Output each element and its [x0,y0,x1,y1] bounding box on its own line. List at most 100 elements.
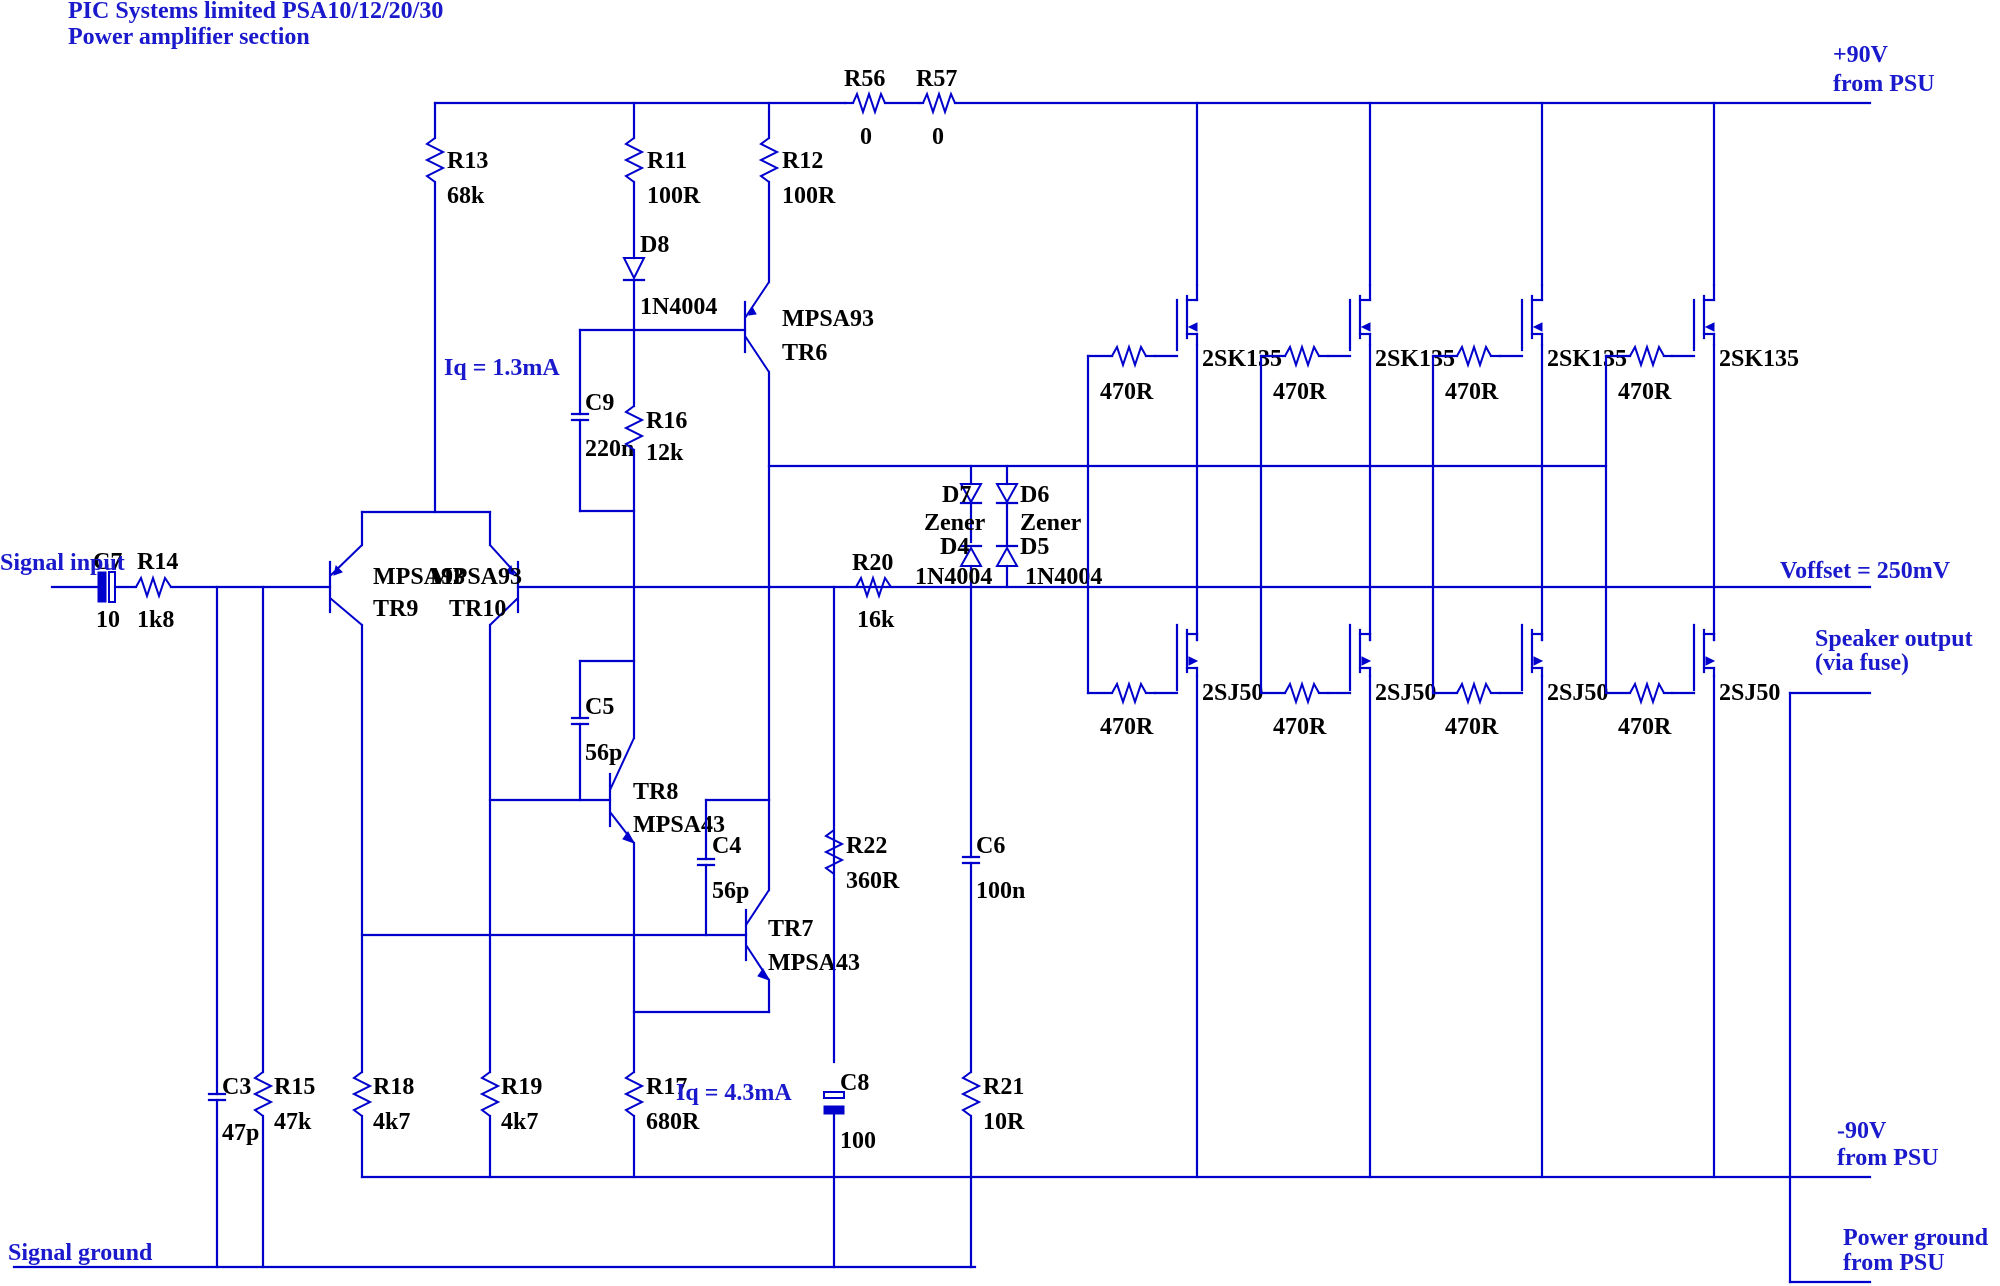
gate-resistor-top-label: 470R [1100,379,1154,405]
r18-ref: R18 [373,1074,414,1100]
d6-value: Zener [1020,510,1082,536]
ground-bus [12,691,1872,1284]
c7-ref: C7 [93,549,122,575]
resistor-r18 [351,1071,373,1179]
schematic-subtitle: Power amplifier section [68,24,310,50]
r20-ref: R20 [852,550,893,576]
resistor-r13 [424,101,446,514]
diode-d8 [622,257,646,408]
c6-ref: C6 [976,833,1005,859]
pmos-arrow [1361,656,1372,666]
r56-ref: R56 [844,66,885,92]
transistor-tr8 [488,737,636,1074]
d5-ref: D5 [1020,534,1049,560]
c5-value: 56p [585,740,622,766]
r14-ref: R14 [137,549,178,575]
c7-value: 10 [96,607,120,633]
nmos-arrow [1360,322,1371,332]
d4-value: 1N4004 [915,564,992,590]
r22-value: 360R [846,868,900,894]
pmos-arrow [1188,656,1199,666]
resistor-r16 [623,405,645,740]
resistor-r12 [758,101,780,284]
iq-vas-note: Iq = 1.3mA [444,355,560,381]
r56-value: 0 [860,124,872,150]
gate-resistor-top-label: 470R [1273,379,1327,405]
resistor-r56 [843,90,922,116]
nmos-part-label: 2SK135 [1719,346,1799,372]
r11-value: 100R [647,183,701,209]
r17-value: 680R [646,1109,700,1135]
c3-value: 47p [222,1120,259,1146]
speaker-output-label: Speaker output [1815,626,1973,652]
capacitor-c7 [97,571,138,603]
r57-value: 0 [932,124,944,150]
gate-resistor-bottom-label: 470R [1618,714,1672,740]
resistor-r11 [623,101,645,260]
c4-ref: C4 [712,833,741,859]
tr10-ref: TR10 [449,596,506,622]
supply-neg-label: -90V [1837,1118,1887,1144]
d5-value: 1N4004 [1025,564,1102,590]
tr10-value: MPSA93 [430,564,522,590]
gate-resistor-top [1456,343,1492,369]
transistor-tr10 [488,510,772,1074]
nmos-part-label: 2SK135 [1202,346,1282,372]
tr7-ref: TR7 [768,916,813,942]
diode-d7 [959,464,983,544]
d7-value: Zener [924,510,986,536]
resistor-r19 [479,1071,501,1179]
signal-input-label: Signal input [0,550,125,576]
nmos-arrow [1704,322,1715,332]
r21-value: 10R [983,1109,1025,1135]
speaker-output-via-label: (via fuse) [1815,650,1909,676]
r13-value: 68k [447,183,485,209]
tr8-ref: TR8 [633,779,678,805]
nmos-part-label: 2SK135 [1547,346,1627,372]
capacitor-c4 [696,798,771,937]
r20-value: 16k [857,607,895,633]
resistor-r14 [135,574,332,600]
d8-value: 1N4004 [640,294,717,320]
gate-resistor-bottom [1629,680,1665,706]
gate-resistor-bottom [1456,680,1492,706]
supply-neg-from-label: from PSU [1837,1145,1939,1171]
pmos-arrow [1705,656,1716,666]
r19-ref: R19 [501,1074,542,1100]
resistor-r15 [252,585,274,1269]
output-stage: 470R470R2SK1352SJ50470R470R2SK1352SJ5047… [1086,101,1799,1179]
voffset-label: Voffset = 250mV [1780,558,1951,584]
gate-resistor-bottom [1284,680,1320,706]
transistor-tr6 [632,281,771,802]
iq-ltp-note: Iq = 4.3mA [676,1080,792,1106]
tr9-ref: TR9 [373,596,418,622]
capacitor-c9 [570,328,636,513]
r11-ref: R11 [647,148,687,174]
c9-ref: C9 [585,390,614,416]
resistor-r57 [918,90,956,116]
gate-resistor-bottom-label: 470R [1445,714,1499,740]
capacitor-c5 [570,659,636,802]
gate-resistor-top [1284,343,1320,369]
nmos-arrow [1187,322,1198,332]
nmos-part-label: 2SK135 [1375,346,1455,372]
tr8-value: MPSA43 [633,812,725,838]
r15-ref: R15 [274,1074,315,1100]
tr6-value: MPSA93 [782,306,874,332]
c5-ref: C5 [585,694,614,720]
diode-d5 [995,544,1019,589]
pmos-arrow [1533,656,1544,666]
r16-ref: R16 [646,408,687,434]
gate-resistor-top-label: 470R [1618,379,1672,405]
gate-resistor-top-label: 470R [1445,379,1499,405]
supply-pos-from-label: from PSU [1833,71,1935,97]
gate-resistor-bottom-label: 470R [1100,714,1154,740]
diode-d6 [995,464,1019,548]
r12-ref: R12 [782,148,823,174]
r19-value: 4k7 [501,1109,538,1135]
pmos-part-label: 2SJ50 [1375,680,1436,706]
resistor-r21 [960,1071,982,1269]
c8-value: 100 [840,1128,876,1154]
